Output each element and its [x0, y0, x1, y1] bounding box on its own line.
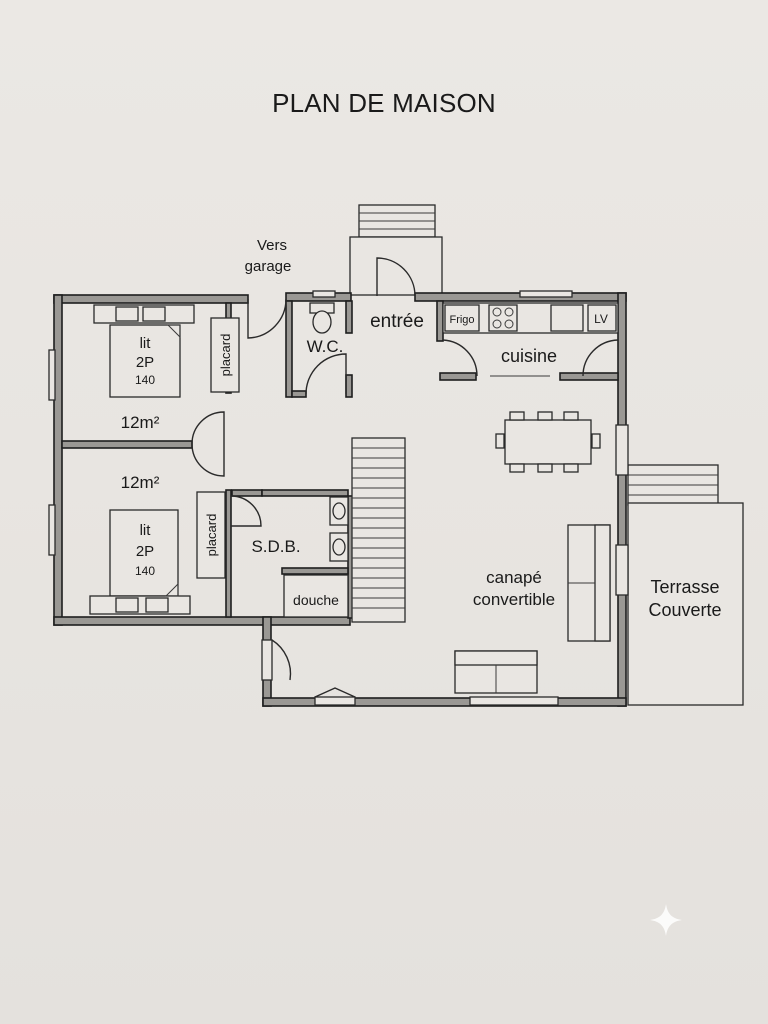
entree-label: entrée — [370, 311, 424, 332]
douche-label: douche — [293, 592, 339, 608]
cuisine-label: cuisine — [501, 346, 557, 366]
vers-garage-line1: Vers — [257, 237, 287, 254]
room-labels: Vers garage W.C. entrée Frigo LV cuisine… — [121, 237, 722, 620]
bedroom-1-closet — [210, 317, 240, 393]
terrasse-line1: Terrasse — [650, 577, 719, 597]
bed-1-area: 12m² — [121, 413, 160, 432]
kitchen-counter — [442, 302, 619, 334]
bed-1-width: 140 — [135, 373, 155, 387]
sofa — [454, 650, 538, 694]
frigo-label: Frigo — [449, 314, 474, 326]
bed-1-size: 2P — [136, 354, 154, 371]
sdb-label: S.D.B. — [251, 537, 300, 556]
bed-2-width: 140 — [135, 564, 155, 578]
dining-table — [495, 411, 601, 473]
canape-line2: convertible — [473, 590, 555, 609]
bathroom-sinks — [329, 496, 349, 562]
sofa-bed — [567, 524, 611, 642]
terrasse-line2: Couverte — [648, 600, 721, 620]
doors — [191, 257, 619, 698]
bed-2-placard: placard — [204, 514, 219, 557]
bedroom-2-bed — [89, 509, 191, 615]
bed-1-placard: placard — [218, 334, 233, 377]
bed-2-size: 2P — [136, 543, 154, 560]
plan-title: PLAN DE MAISON — [272, 88, 496, 118]
bed-1-lit: lit — [140, 335, 152, 352]
sparkle-icon — [650, 904, 682, 936]
wc-label: W.C. — [307, 337, 344, 356]
bed-2-area: 12m² — [121, 473, 160, 492]
bed-2-lit: lit — [140, 522, 152, 539]
lv-label: LV — [594, 312, 608, 326]
windows — [48, 290, 629, 706]
terrace — [627, 464, 744, 706]
canape-line1: canapé — [486, 568, 542, 587]
vers-garage-line2: garage — [245, 258, 292, 275]
shower — [283, 574, 349, 618]
staircase[interactable] — [351, 437, 406, 623]
bedroom-2-closet — [196, 491, 226, 579]
entrance-steps — [349, 204, 443, 296]
toilet — [309, 302, 335, 334]
bedroom-1-bed — [93, 304, 195, 398]
